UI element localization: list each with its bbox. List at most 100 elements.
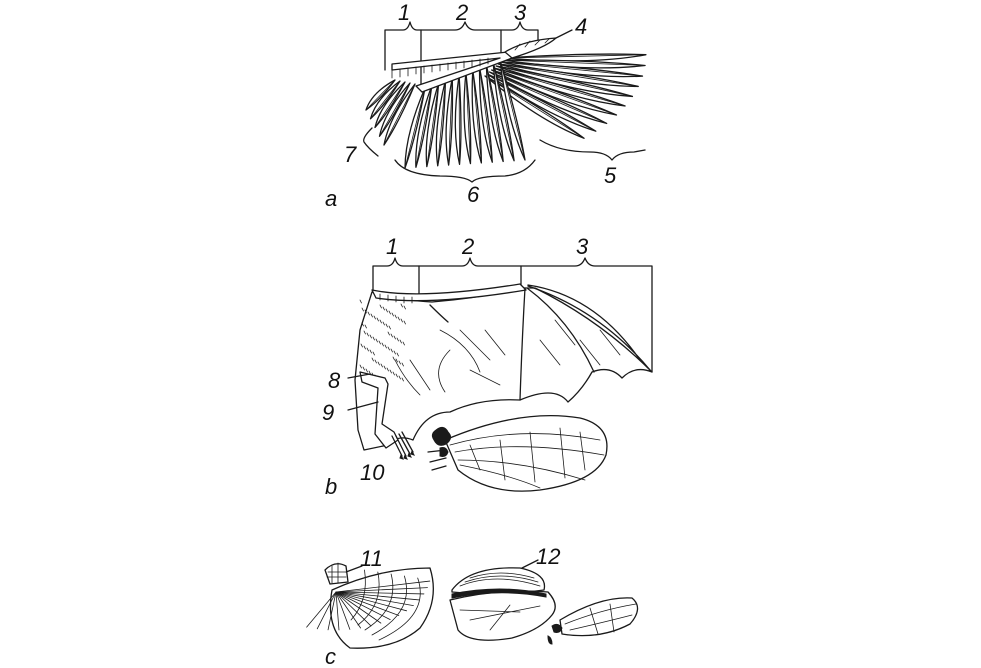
fur-stroke — [399, 339, 402, 344]
fan-wing — [329, 567, 434, 649]
fan-cross-vein — [350, 569, 366, 621]
fur-stroke — [369, 349, 372, 354]
fur-stroke — [389, 369, 392, 374]
fan-rib — [335, 591, 351, 630]
fan-rib — [335, 591, 372, 627]
bird-bracket-2 — [420, 21, 502, 56]
secondary-feather-shaft — [499, 59, 526, 161]
insect-label-11: 11 — [360, 546, 383, 571]
fur-stroke — [385, 323, 388, 328]
fan-cross-vein — [357, 571, 380, 626]
fur-stroke — [361, 307, 364, 312]
secondary-feather-shaft — [479, 67, 493, 163]
fur-stroke — [367, 311, 370, 316]
bat-fur — [359, 299, 406, 383]
fur-stroke — [379, 319, 382, 324]
fur-stroke — [385, 308, 388, 313]
fur-stroke — [378, 340, 381, 345]
bird-covert-hatch — [391, 57, 489, 79]
bird-panel-letter: a — [325, 186, 337, 211]
beetle-hindwing — [449, 590, 556, 641]
fur-stroke — [388, 310, 391, 315]
fur-stroke — [387, 331, 390, 336]
fur-stroke — [395, 373, 398, 378]
fur-stroke — [380, 363, 383, 368]
bird-tertials — [365, 79, 416, 146]
insect-wing-panel: 11 12 c — [306, 544, 639, 668]
secondary-feather-shaft — [437, 79, 446, 167]
fan-wing-tegmen — [324, 563, 349, 585]
fur-stroke — [400, 303, 403, 308]
fan-rib — [335, 591, 414, 606]
primary-feather-shaft — [500, 61, 643, 77]
fur-stroke — [390, 348, 393, 353]
secondary-feather-shaft — [492, 62, 515, 162]
fur-stroke — [391, 312, 394, 317]
fur-stroke — [398, 375, 401, 380]
primary-feather-shaft — [495, 65, 633, 97]
bat-leader-9 — [347, 401, 379, 411]
fur-stroke — [379, 304, 382, 309]
bat-label-1: 1 — [386, 234, 398, 259]
fur-stroke — [401, 362, 404, 367]
bird-label-1: 1 — [398, 0, 410, 25]
primary-feather-shaft — [491, 69, 617, 116]
fur-stroke — [398, 360, 401, 365]
fur-stroke — [369, 334, 372, 339]
fur-stroke — [383, 365, 386, 370]
fur-stroke — [373, 315, 376, 320]
bat-label-9: 9 — [322, 400, 334, 425]
fur-stroke — [364, 309, 367, 314]
bird-label-2: 2 — [455, 0, 468, 25]
fur-stroke — [376, 317, 379, 322]
fur-stroke — [397, 316, 400, 321]
fur-stroke — [396, 337, 399, 342]
tertial-feather-shaft — [374, 81, 406, 128]
fur-stroke — [359, 299, 362, 304]
secondary-feather-shaft — [465, 72, 471, 165]
secondary-feather-shaft — [472, 69, 482, 164]
fur-stroke — [366, 347, 369, 352]
fur-stroke — [361, 322, 364, 327]
bat-leader-8 — [347, 373, 371, 379]
primary-feather-shaft — [484, 75, 585, 139]
bird-leader-4 — [555, 29, 573, 39]
beetle-body-band — [451, 588, 547, 599]
secondary-feather-shaft — [448, 77, 453, 166]
tertial-feather-shaft — [370, 80, 401, 120]
tertial-feather-shaft — [379, 82, 411, 137]
fur-stroke — [382, 321, 385, 326]
fan-rib — [335, 587, 428, 593]
fur-stroke — [386, 367, 389, 372]
insect-panel-letter: c — [325, 644, 336, 668]
fan-rib — [335, 591, 407, 612]
fan-cross-vein — [364, 573, 394, 631]
fur-stroke — [403, 320, 406, 325]
fur-stroke — [403, 305, 406, 310]
fly-wing — [427, 414, 608, 492]
bat-bracket-3 — [520, 257, 653, 373]
bat-label-2: 2 — [461, 234, 474, 259]
fur-stroke — [392, 356, 395, 361]
fur-stroke — [366, 332, 369, 337]
fur-stroke — [365, 368, 368, 373]
bird-bracket-1 — [384, 21, 422, 89]
bat-bracket-1 — [372, 257, 420, 301]
fur-stroke — [381, 342, 384, 347]
fan-rib — [335, 591, 425, 595]
fan-rib — [316, 591, 337, 630]
fur-stroke — [371, 357, 374, 362]
bat-label-8: 8 — [328, 368, 341, 393]
bat-toes — [391, 431, 414, 457]
fur-stroke — [363, 330, 366, 335]
bird-secondaries — [404, 59, 526, 169]
bird-label-6: 6 — [467, 182, 480, 207]
fur-stroke — [362, 366, 365, 371]
bat-label-3: 3 — [576, 234, 589, 259]
bird-bracket-5 — [539, 139, 646, 161]
primary-feather-shaft — [489, 71, 608, 124]
fan-rib — [335, 591, 391, 621]
bat-bracket-2 — [418, 257, 522, 289]
fur-stroke — [374, 359, 377, 364]
